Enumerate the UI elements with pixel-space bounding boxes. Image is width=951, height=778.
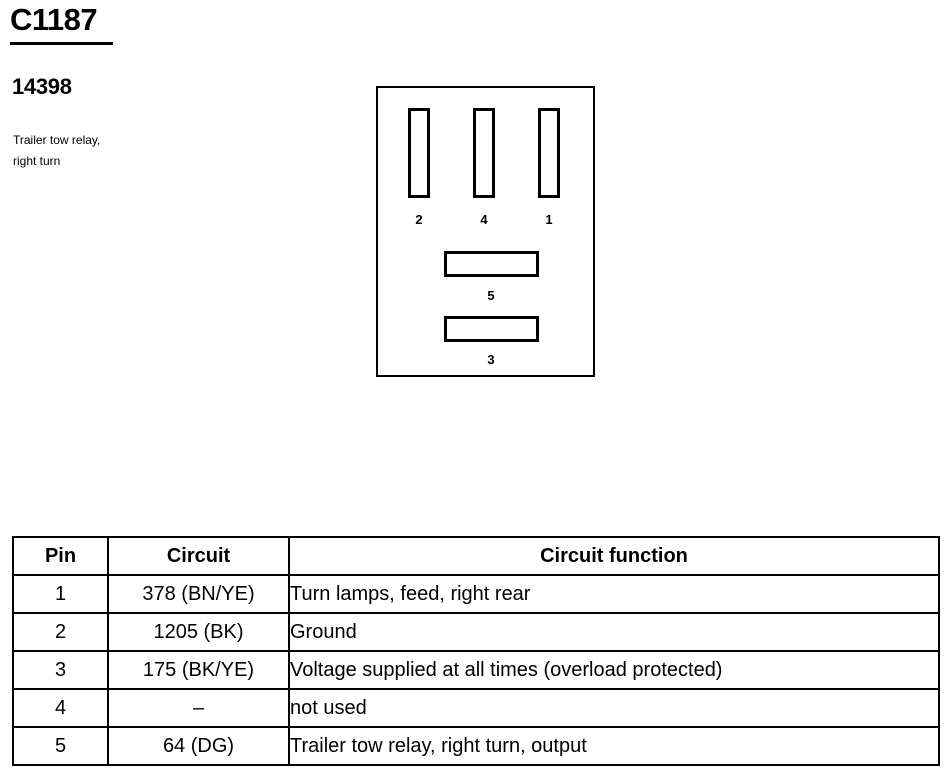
cell-function: Voltage supplied at all times (overload … — [288, 650, 940, 690]
cell-circuit: 175 (BK/YE) — [107, 650, 290, 690]
table-header-row: Pin Circuit Circuit function — [12, 536, 940, 576]
connector-face: 2 4 1 5 3 — [376, 86, 595, 377]
pin-label-5: 5 — [487, 288, 495, 303]
pin-label-4: 4 — [480, 212, 488, 227]
pin-5-terminal — [444, 251, 539, 277]
header-circuit: Circuit — [107, 536, 290, 576]
cell-circuit: 1205 (BK) — [107, 612, 290, 652]
description-line-1: Trailer tow relay, — [13, 133, 101, 147]
cell-circuit: 378 (BN/YE) — [107, 574, 290, 614]
table-row: 3 175 (BK/YE) Voltage supplied at all ti… — [12, 650, 940, 690]
connector-id-underline — [10, 42, 113, 45]
pin-2-terminal — [408, 108, 430, 198]
pin-label-3: 3 — [487, 352, 495, 367]
description-line-2: right turn — [13, 154, 61, 168]
part-number: 14398 — [12, 74, 72, 99]
cell-pin: 2 — [12, 612, 109, 652]
cell-function: not used — [288, 688, 940, 728]
table-row: 1 378 (BN/YE) Turn lamps, feed, right re… — [12, 574, 940, 614]
connector-id: C1187 — [10, 2, 98, 37]
pin-label-2: 2 — [415, 212, 423, 227]
table-row: 2 1205 (BK) Ground — [12, 612, 940, 652]
pin-label-1: 1 — [545, 212, 553, 227]
cell-pin: 5 — [12, 726, 109, 766]
table-row: 5 64 (DG) Trailer tow relay, right turn,… — [12, 726, 940, 766]
cell-pin: 1 — [12, 574, 109, 614]
pin-3-terminal — [444, 316, 539, 342]
cell-pin: 3 — [12, 650, 109, 690]
pin-4-terminal — [473, 108, 495, 198]
cell-circuit: 64 (DG) — [107, 726, 290, 766]
cell-function: Turn lamps, feed, right rear — [288, 574, 940, 614]
pin-table: Pin Circuit Circuit function 1 378 (BN/Y… — [12, 536, 940, 766]
pin-1-terminal — [538, 108, 560, 198]
cell-function: Ground — [288, 612, 940, 652]
table-row: 4 – not used — [12, 688, 940, 728]
header-pin: Pin — [12, 536, 109, 576]
header-circuit-function: Circuit function — [288, 536, 940, 576]
cell-circuit: – — [107, 688, 290, 728]
cell-function: Trailer tow relay, right turn, output — [288, 726, 940, 766]
cell-pin: 4 — [12, 688, 109, 728]
